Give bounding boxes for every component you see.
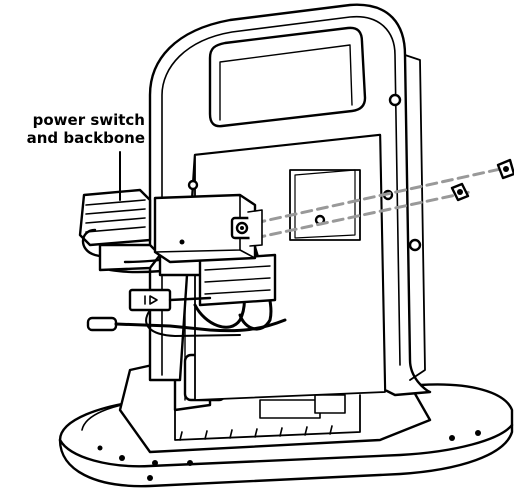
lower-cable: [86, 309, 287, 337]
mounting-screw-icon: [450, 158, 514, 202]
alignment-line: [253, 166, 507, 240]
power-switch-label: power switch and backbone: [0, 111, 145, 147]
label-line-1: power switch: [32, 111, 145, 129]
label-line-2: and backbone: [26, 129, 145, 147]
base-cradle: [118, 358, 432, 454]
power-switch-icon: [153, 193, 263, 264]
